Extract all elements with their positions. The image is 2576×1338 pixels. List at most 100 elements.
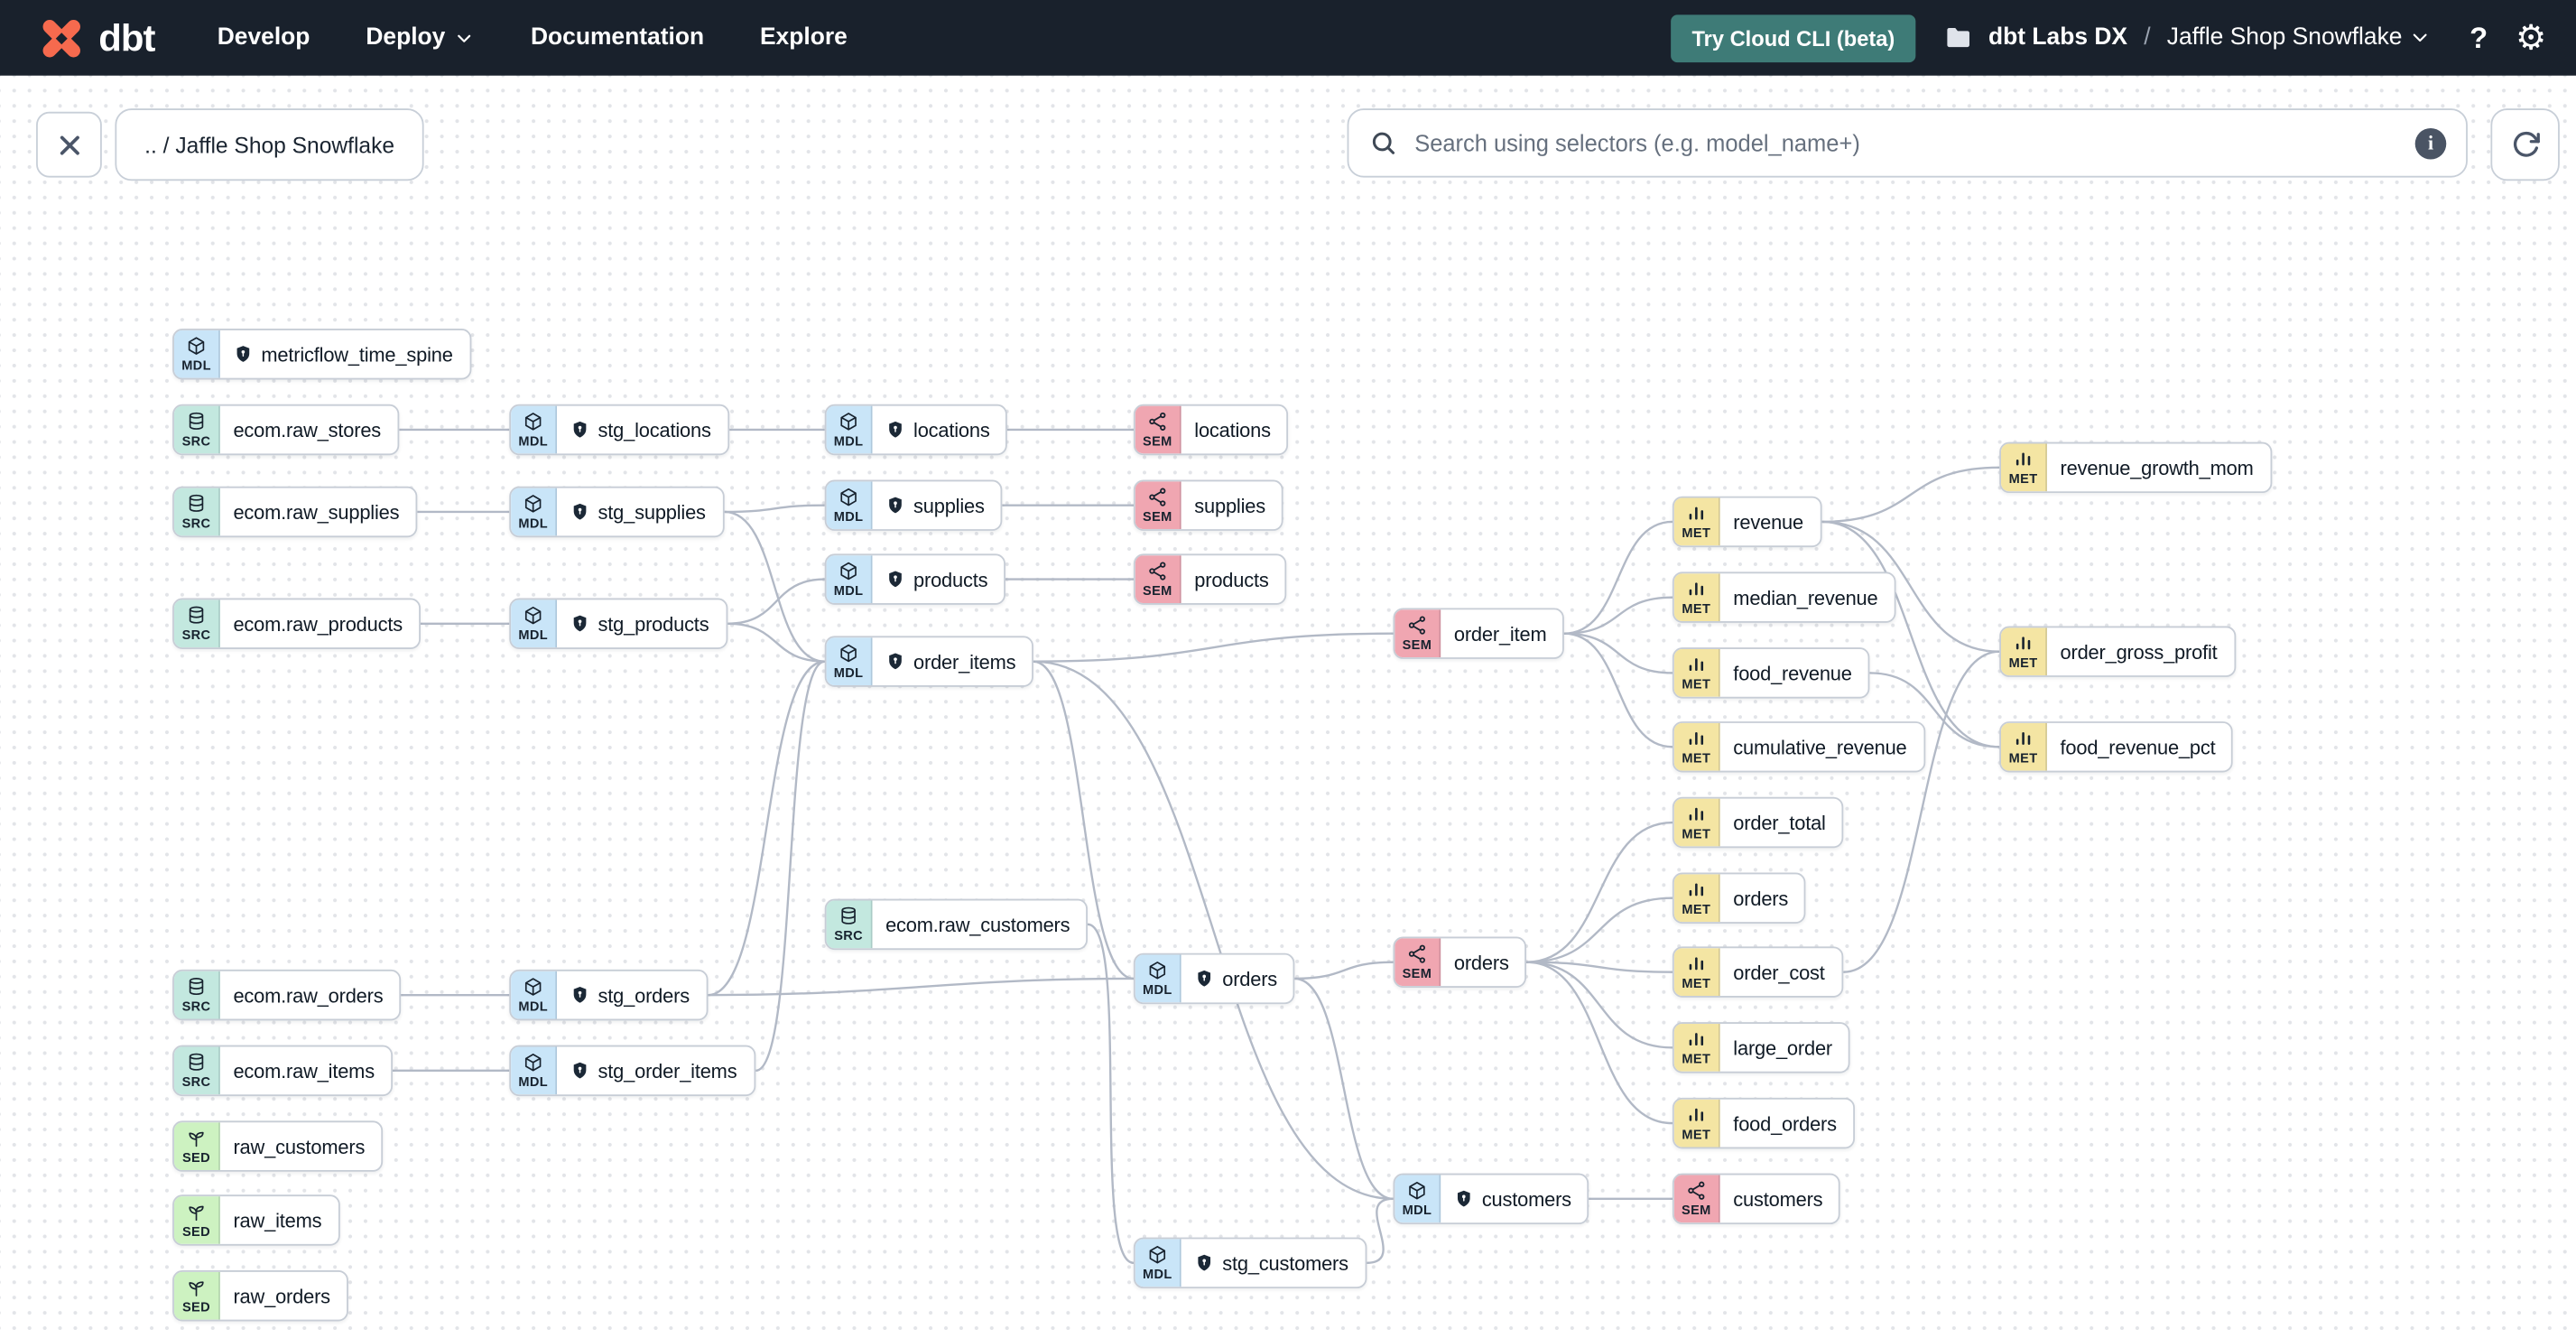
help-icon[interactable]: ? bbox=[2469, 20, 2488, 54]
metric-type-icon: MET bbox=[1673, 573, 1720, 622]
node-label: large_order bbox=[1733, 1036, 1833, 1060]
node-label: products bbox=[873, 555, 1005, 603]
node-label: food_revenue bbox=[1733, 661, 1852, 685]
semantic_model-type-icon: SEM bbox=[1135, 555, 1181, 604]
refresh-button[interactable] bbox=[2490, 108, 2560, 181]
shield-icon bbox=[885, 495, 905, 516]
model-type-icon: MDL bbox=[511, 405, 558, 454]
metric-type-icon: MET bbox=[1673, 1023, 1720, 1072]
node-label: ecom.raw_supplies bbox=[233, 500, 400, 524]
project-selector[interactable]: Jaffle Shop Snowflake bbox=[2167, 24, 2432, 51]
close-lineage-button[interactable] bbox=[36, 111, 102, 178]
close-icon bbox=[59, 135, 79, 154]
model-type-icon: MDL bbox=[826, 555, 873, 604]
source-type-icon: SRC bbox=[173, 971, 220, 1019]
node-label: raw_customers bbox=[233, 1134, 366, 1158]
model-type-icon: MDL bbox=[826, 637, 873, 686]
model-type-icon: MDL bbox=[511, 488, 558, 536]
node-label: supplies bbox=[1194, 493, 1265, 517]
source-type-icon: SRC bbox=[173, 488, 220, 536]
node-met_large_order[interactable]: MET large_order bbox=[1672, 1022, 1851, 1073]
node-label: revenue bbox=[1733, 510, 1803, 534]
node-label: locations bbox=[873, 406, 1006, 454]
model-type-icon: MDL bbox=[511, 971, 558, 1019]
nav-menu: Develop Deploy Documentation Explore bbox=[218, 24, 848, 51]
dbt-logo[interactable]: dbt bbox=[36, 13, 155, 63]
nav-item-label: Deploy bbox=[366, 24, 446, 51]
node-label: orders bbox=[1453, 950, 1509, 974]
node-label: customers bbox=[1441, 1175, 1588, 1222]
info-icon[interactable]: i bbox=[2414, 127, 2447, 159]
nav-item-explore[interactable]: Explore bbox=[760, 24, 848, 51]
node-src_raw_supplies[interactable]: SRC ecom.raw_supplies bbox=[172, 486, 418, 538]
shield-icon bbox=[885, 569, 905, 590]
node-label: ecom.raw_customers bbox=[885, 913, 1070, 936]
nav-item-deploy[interactable]: Deploy bbox=[366, 24, 475, 51]
account-name[interactable]: dbt Labs DX bbox=[1988, 24, 2128, 51]
metric-type-icon: MET bbox=[1673, 798, 1720, 847]
node-label: metricflow_time_spine bbox=[220, 330, 469, 378]
lineage-breadcrumb[interactable]: .. / Jaffle Shop Snowflake bbox=[115, 108, 424, 181]
nav-item-develop[interactable]: Develop bbox=[218, 24, 310, 51]
node-sem_supplies[interactable]: SEM supplies bbox=[1133, 479, 1284, 531]
shield-icon bbox=[885, 651, 905, 673]
search-input[interactable] bbox=[1411, 127, 2403, 158]
refresh-icon bbox=[2513, 131, 2539, 156]
project-name: Jaffle Shop Snowflake bbox=[2166, 24, 2403, 51]
shield-icon bbox=[1194, 1252, 1214, 1274]
node-label: raw_items bbox=[233, 1208, 322, 1232]
nav-item-label: Explore bbox=[759, 24, 848, 51]
metric-type-icon: MET bbox=[1673, 874, 1720, 923]
node-label: orders bbox=[1181, 955, 1294, 1003]
gear-icon[interactable]: ⚙ bbox=[2516, 17, 2547, 57]
chevron-down-icon bbox=[458, 33, 471, 42]
semantic_model-type-icon: SEM bbox=[1135, 481, 1181, 530]
selector-search: i bbox=[1347, 108, 2468, 178]
model-type-icon: MDL bbox=[826, 481, 873, 530]
node-label: food_orders bbox=[1733, 1111, 1837, 1135]
node-label: stg_supplies bbox=[557, 488, 722, 536]
dbt-logo-icon bbox=[42, 19, 80, 57]
node-label: ecom.raw_items bbox=[233, 1059, 375, 1082]
try-cloud-cli-button[interactable]: Try Cloud CLI (beta) bbox=[1670, 14, 1916, 62]
nav-item-documentation[interactable]: Documentation bbox=[531, 24, 704, 51]
